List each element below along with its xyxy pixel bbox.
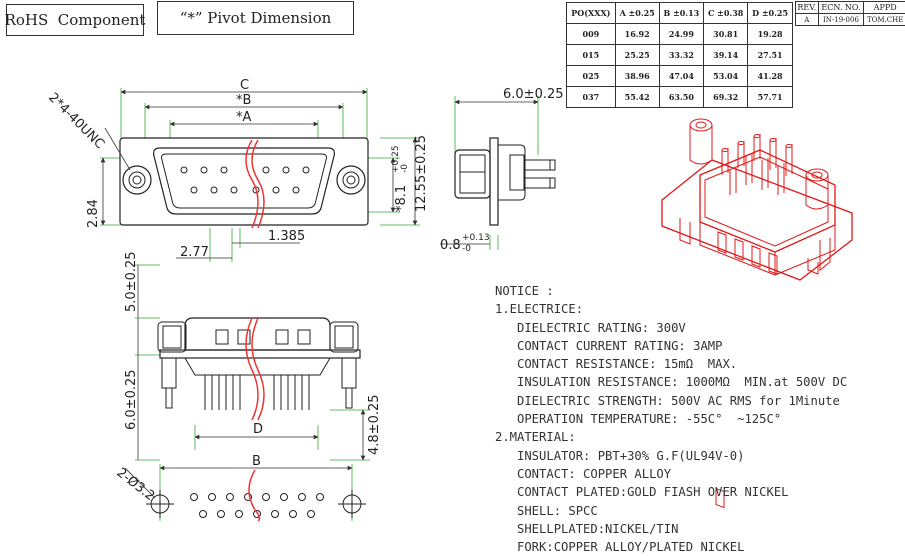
dim-1255: 12.55±0.25 [414,135,429,212]
dim-32: 2-Ø3.2 [114,465,158,504]
notice-line: INSULATION RESISTANCE: 1000MΩ MIN.at 500… [495,373,847,391]
notice-line: DIELECTRIC RATING: 300V [495,319,847,337]
notice-line: FORK:COPPER ALLOY/PLATED NICKEL [495,538,847,556]
dim-b-bottom: B [252,454,261,469]
dim-08: 0.8 [440,238,461,253]
notice-line: INSULATOR: PBT+30% G.F(UL94V-0) [495,447,847,465]
dim-50: 5.0±0.25 [124,251,139,312]
notice-line: CONTACT PLATED:GOLD FIASH OVER NICKEL [495,483,847,501]
dim-277: 2.77 [180,245,209,260]
dim-d: D [253,422,263,437]
dim-08-tol2: -0 [462,244,471,254]
dim-1385: 1.385 [268,229,305,244]
dim-a: *A [236,110,252,125]
dim-b: *B [236,93,251,108]
dim-81-tol2: -0 [400,164,410,173]
dim-284: 2.84 [86,199,101,228]
front-view [100,88,420,262]
notice-line: 2.MATERIAL: [495,428,847,446]
notice-line: CONTACT: COPPER ALLOY [495,465,847,483]
side-view [440,96,555,250]
dim-c: C [240,78,249,93]
dim-60-top: 6.0±0.25 [503,87,564,102]
dim-60-side: 6.0±0.25 [124,369,139,430]
notice-line: 1.ELECTRICE: [495,300,847,318]
notice-line: SHELL: SPCC [495,502,847,520]
notice-line: CONTACT RESISTANCE: 15mΩ MAX. [495,355,847,373]
notice-line: SHELLPLATED:NICKEL/TIN [495,520,847,538]
notice-block: NOTICE : 1.ELECTRICE: DIELECTRIC RATING:… [495,282,847,556]
notice-line: CONTACT CURRENT RATING: 3AMP [495,337,847,355]
dim-48: 4.8±0.25 [367,394,382,455]
pcb-footprint [125,464,366,521]
dim-unc: 2*4-40UNC [45,90,107,152]
dim-08-tol: +0.13 [462,233,490,243]
notice-title: NOTICE : [495,282,847,300]
dim-81: *8.1 [394,185,409,212]
notice-line: DIELECTRIC STRENGTH: 500V AC RMS for 1Mi… [495,392,847,410]
notice-line: OPERATION TEMPERATURE: -55C° ~125C° [495,410,847,428]
